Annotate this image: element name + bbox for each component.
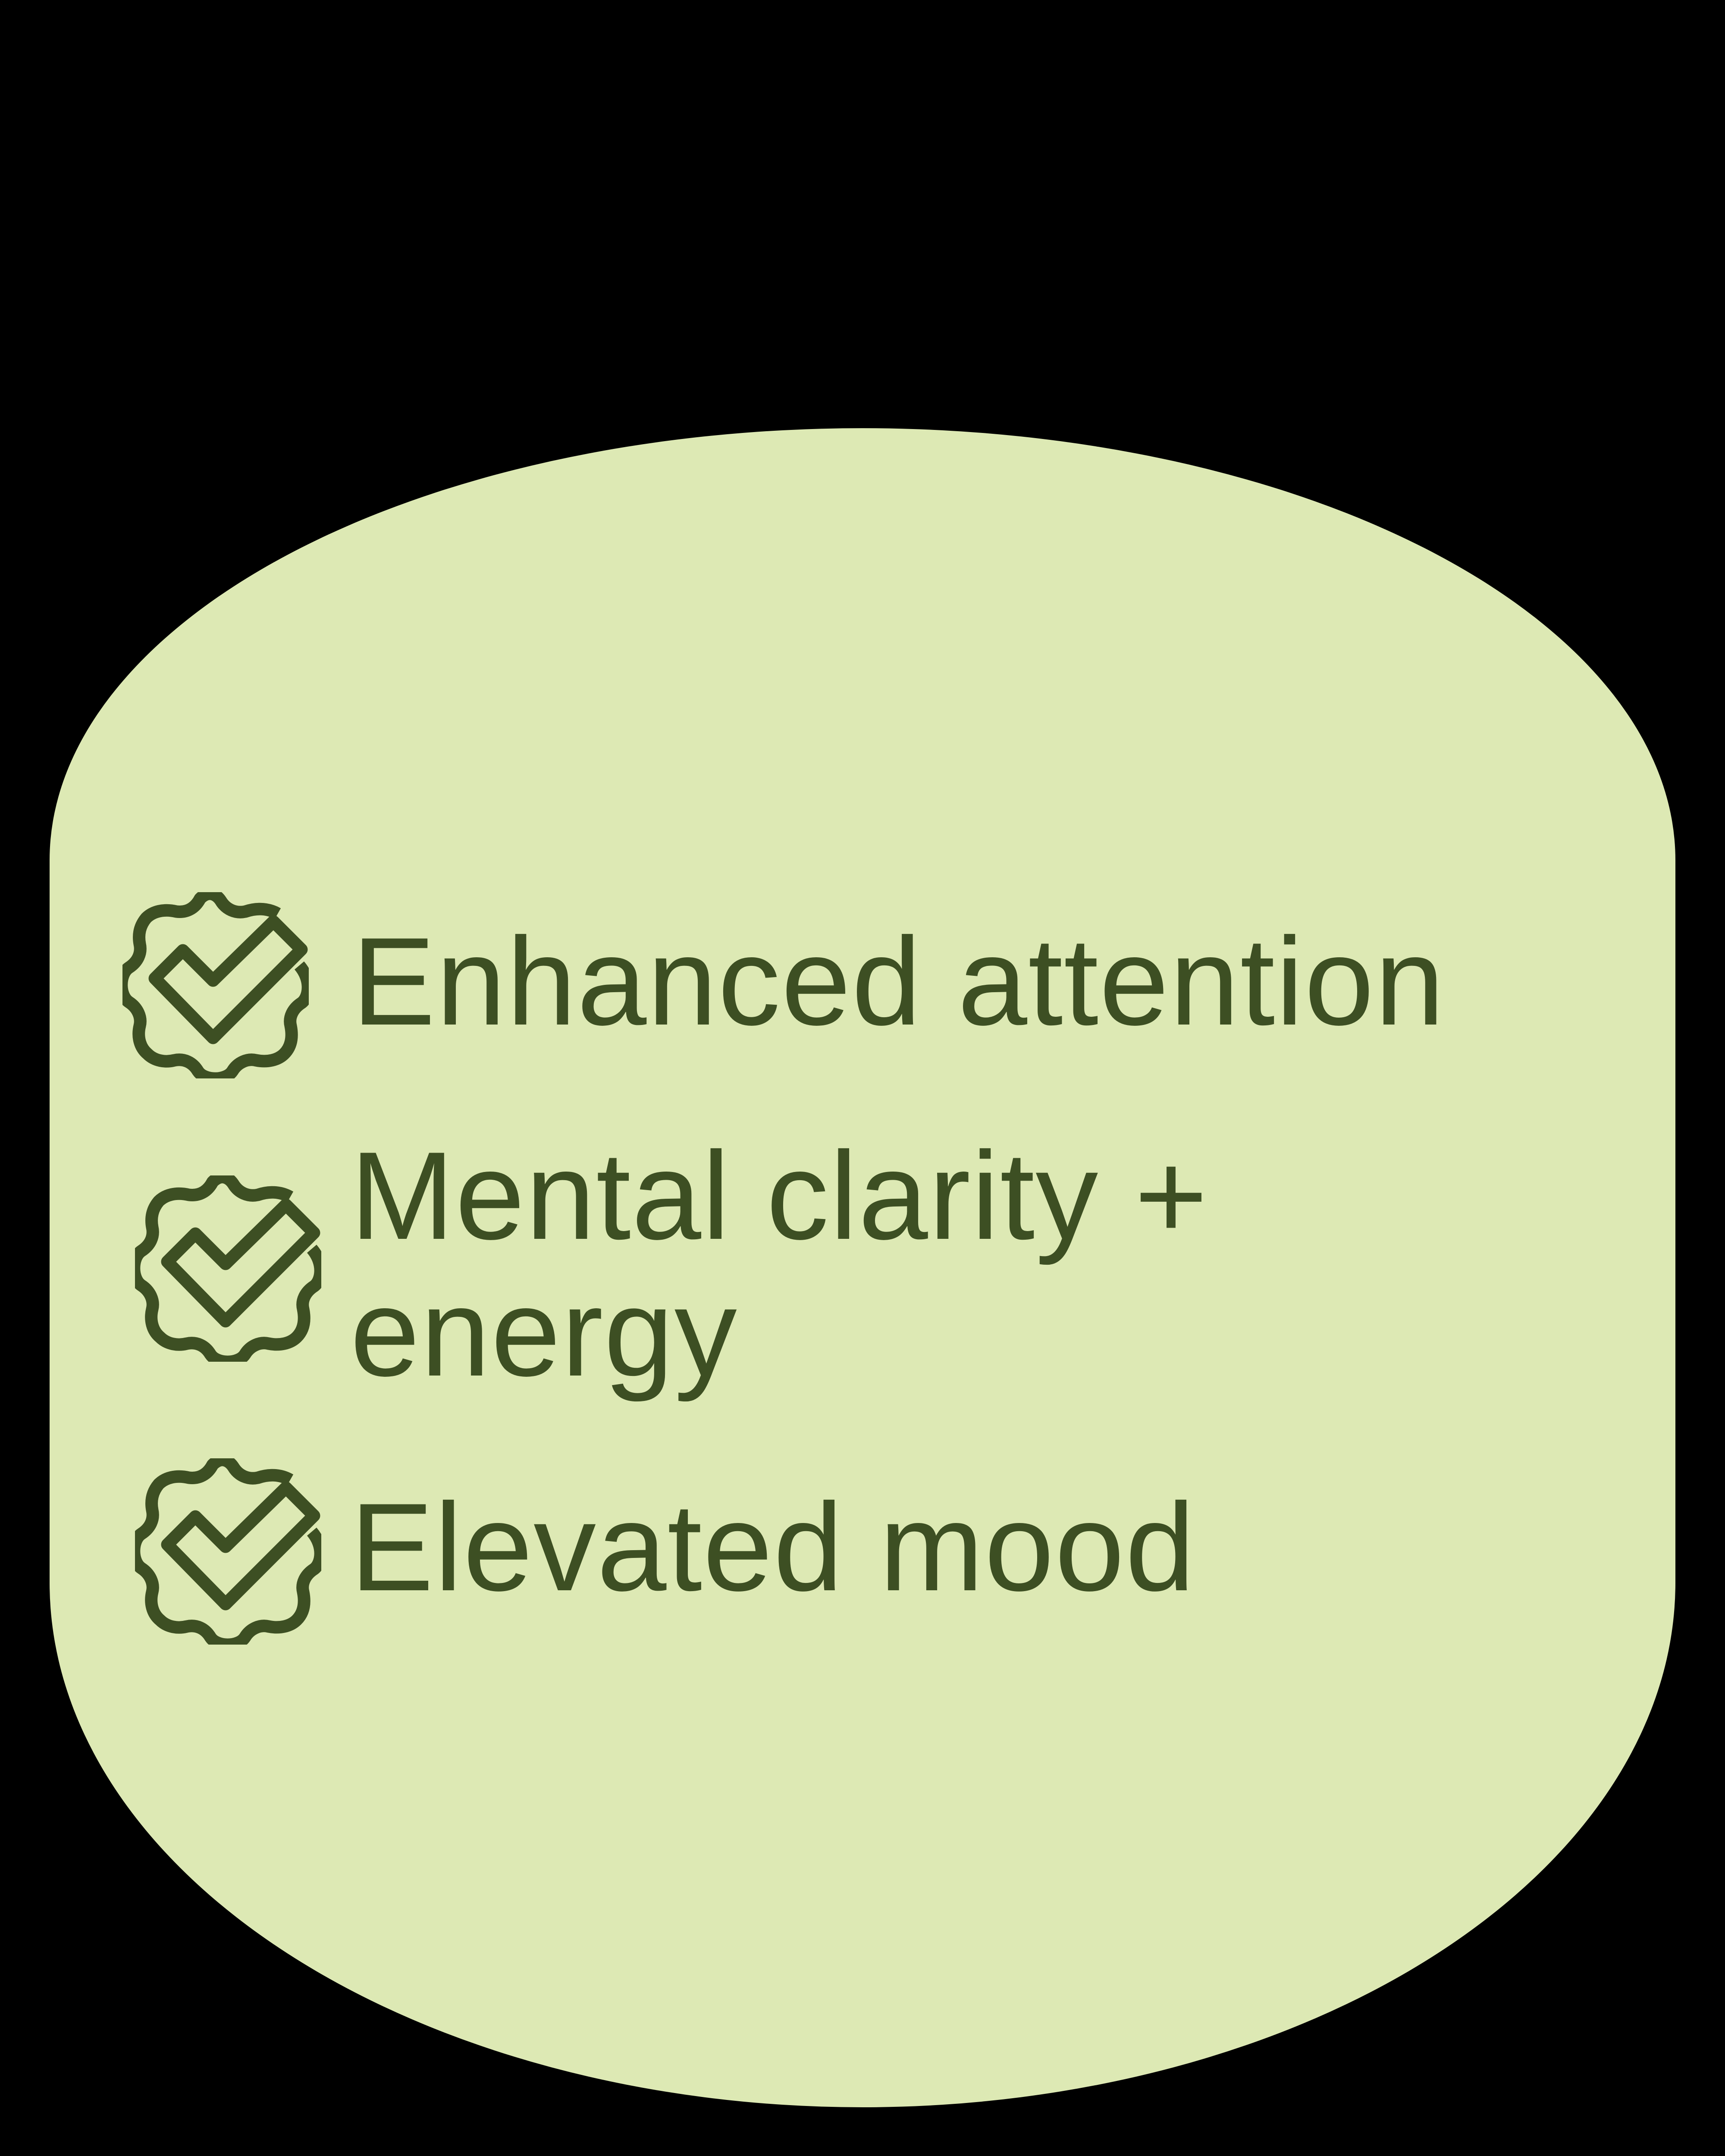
badge-check-icon xyxy=(135,1175,321,1362)
benefit-label-line-1: Mental clarity + xyxy=(350,1126,1209,1266)
benefit-label-line-2: energy xyxy=(350,1263,738,1402)
badge-check-icon xyxy=(135,1458,321,1645)
benefit-label: Enhanced attention xyxy=(352,912,1446,1051)
benefit-label: Elevated mood xyxy=(350,1477,1196,1617)
badge-check-icon xyxy=(122,892,309,1078)
